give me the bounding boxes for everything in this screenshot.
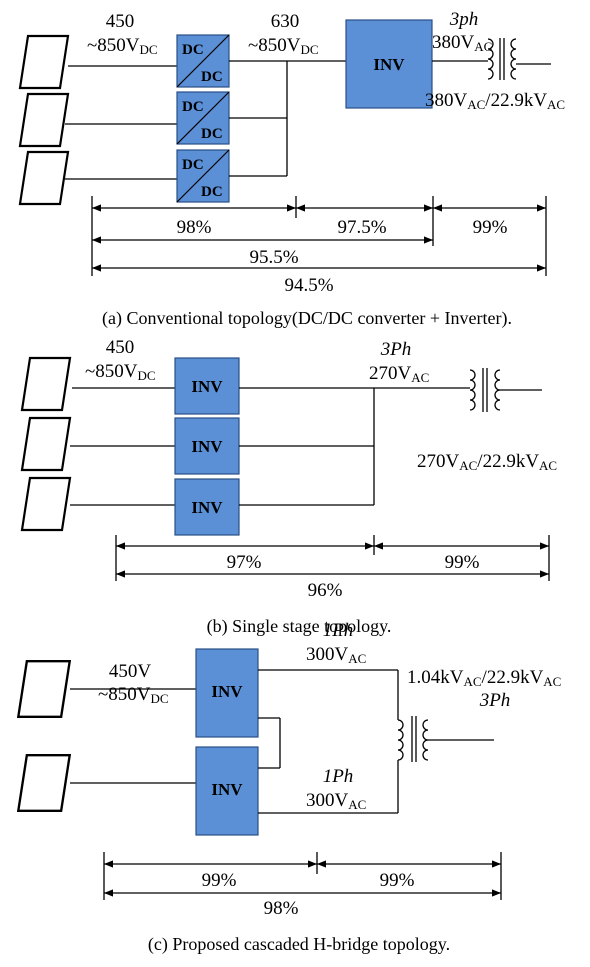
input-voltage-range-a: ~850VDC xyxy=(87,35,158,57)
phase-label-a: 3ph xyxy=(449,9,479,30)
transformer-a xyxy=(487,38,551,80)
inverter-b3: INV xyxy=(174,478,240,536)
input-voltage-a: 450 xyxy=(106,11,135,32)
pv-panel-b2 xyxy=(20,416,72,472)
pv-panel-c2 xyxy=(17,753,71,813)
transformer-b xyxy=(469,368,542,412)
section-a-conventional: DC DC DC DC DC DC INV xyxy=(18,9,565,329)
input-voltage-c: 450V xyxy=(109,661,152,682)
svg-text:INV: INV xyxy=(191,498,223,517)
input-voltage-range-c: ~850VDC xyxy=(98,684,169,706)
pv-panel-a2 xyxy=(18,92,70,148)
ac-voltage-c-top: 300VAC xyxy=(306,644,366,666)
phase-label-c-top: 1Ph xyxy=(323,620,354,641)
svg-text:INV: INV xyxy=(211,682,243,701)
eff-b-inv: 97% xyxy=(227,552,262,573)
transformer-ratio-a: 380VAC/22.9kVAC xyxy=(425,90,565,112)
dcdc-converter-a2: DC DC xyxy=(176,91,230,145)
inverter-c1: INV xyxy=(195,648,259,738)
phase-label-c-bot: 1Ph xyxy=(323,766,354,787)
svg-text:DC: DC xyxy=(201,69,223,85)
svg-text:INV: INV xyxy=(211,780,243,799)
dcdc-converter-a1: DC DC xyxy=(176,34,230,88)
eff-c-tr: 99% xyxy=(380,870,415,891)
ac-voltage-b: 270VAC xyxy=(369,363,429,385)
pv-panel-a3 xyxy=(18,150,70,206)
pv-panel-c1 xyxy=(17,659,71,719)
transformer-ratio-c: 1.04kVAC/22.9kVAC xyxy=(407,667,561,689)
dclink-voltage-range-a: ~850VDC xyxy=(248,35,319,57)
eff-b-total: 96% xyxy=(308,580,343,601)
ac-voltage-c-bot: 300VAC xyxy=(306,790,366,812)
svg-text:INV: INV xyxy=(191,437,223,456)
ac-voltage-a: 380VAC xyxy=(432,32,492,54)
eff-a-tr: 99% xyxy=(473,217,508,238)
transformer-c xyxy=(397,716,494,762)
eff-b-tr: 99% xyxy=(445,552,480,573)
eff-c-inv: 99% xyxy=(202,870,237,891)
phase-label-b: 3Ph xyxy=(380,339,412,360)
inverter-c2: INV xyxy=(195,746,259,836)
input-voltage-range-b: ~850VDC xyxy=(85,361,156,383)
eff-a-sub: 95.5% xyxy=(249,247,298,268)
transformer-ratio-b: 270VAC/22.9kVAC xyxy=(417,451,557,473)
section-b-single-stage: INV INV INV 450 ~850VDC 3Ph 270VAC 270VA… xyxy=(20,337,557,637)
pv-panel-b3 xyxy=(20,476,72,532)
inverter-a: INV xyxy=(345,19,433,109)
section-c-cascaded-h-bridge: INV INV 450V ~850VDC 1Ph 300VAC 1Ph 300V… xyxy=(17,620,561,955)
input-voltage-b: 450 xyxy=(106,337,135,358)
inverter-b2: INV xyxy=(174,417,240,475)
svg-text:DC: DC xyxy=(201,184,223,200)
svg-text:DC: DC xyxy=(201,126,223,142)
pv-panel-b1 xyxy=(20,356,72,412)
transformer-phase-c: 3Ph xyxy=(479,690,511,711)
caption-c: (c) Proposed cascaded H-bridge topology. xyxy=(148,934,450,955)
dclink-voltage-a: 630 xyxy=(271,11,300,32)
caption-a: (a) Conventional topology(DC/DC converte… xyxy=(102,308,512,329)
pv-panel-a1 xyxy=(18,34,70,90)
eff-a-total: 94.5% xyxy=(284,275,333,296)
svg-text:DC: DC xyxy=(182,99,204,115)
caption-b: (b) Single stage topology. xyxy=(207,616,392,637)
inverter-b1: INV xyxy=(174,357,240,415)
svg-text:INV: INV xyxy=(191,377,223,396)
svg-text:DC: DC xyxy=(182,42,204,58)
svg-text:DC: DC xyxy=(182,157,204,173)
eff-a-dcdc: 98% xyxy=(177,217,212,238)
eff-a-inv: 97.5% xyxy=(337,217,386,238)
dcdc-converter-a3: DC DC xyxy=(176,149,230,203)
svg-text:INV: INV xyxy=(373,55,405,74)
eff-c-total: 98% xyxy=(264,898,299,919)
